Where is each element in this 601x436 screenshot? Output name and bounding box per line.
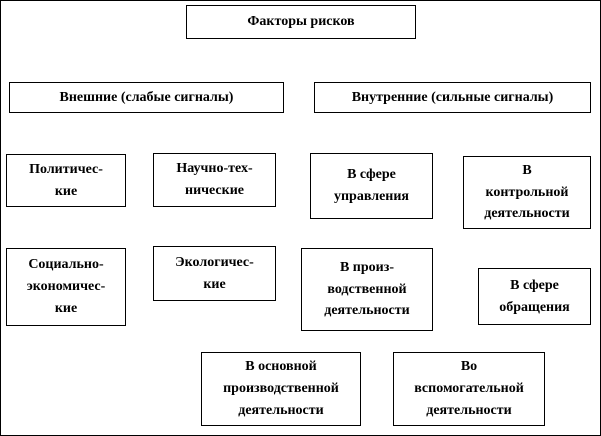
- box-circulation-sphere: В сфере обращения: [478, 268, 591, 325]
- box-political-factors: Политичес- кие: [6, 154, 126, 207]
- box-scientific-technical-factors: Научно-тех- нические: [153, 153, 276, 207]
- box-external-weak-signals: Внешние (слабые сигналы): [9, 82, 284, 113]
- box-ecological-factors: Экологичес- кие: [153, 246, 276, 301]
- box-main-production-activity: В основной производственной деятельности: [201, 352, 361, 426]
- box-risk-factors-title: Факторы рисков: [186, 5, 416, 39]
- box-management-sphere: В сфере управления: [310, 153, 433, 219]
- box-socioeconomic-factors: Социально- экономичес- кие: [6, 248, 126, 326]
- box-production-activity: В произ- водственной деятельности: [301, 248, 433, 331]
- box-control-activity: В контрольной деятельности: [463, 156, 591, 229]
- box-internal-strong-signals: Внутренние (сильные сигналы): [314, 82, 591, 113]
- box-auxiliary-activity: Во вспомогательной деятельности: [393, 352, 545, 426]
